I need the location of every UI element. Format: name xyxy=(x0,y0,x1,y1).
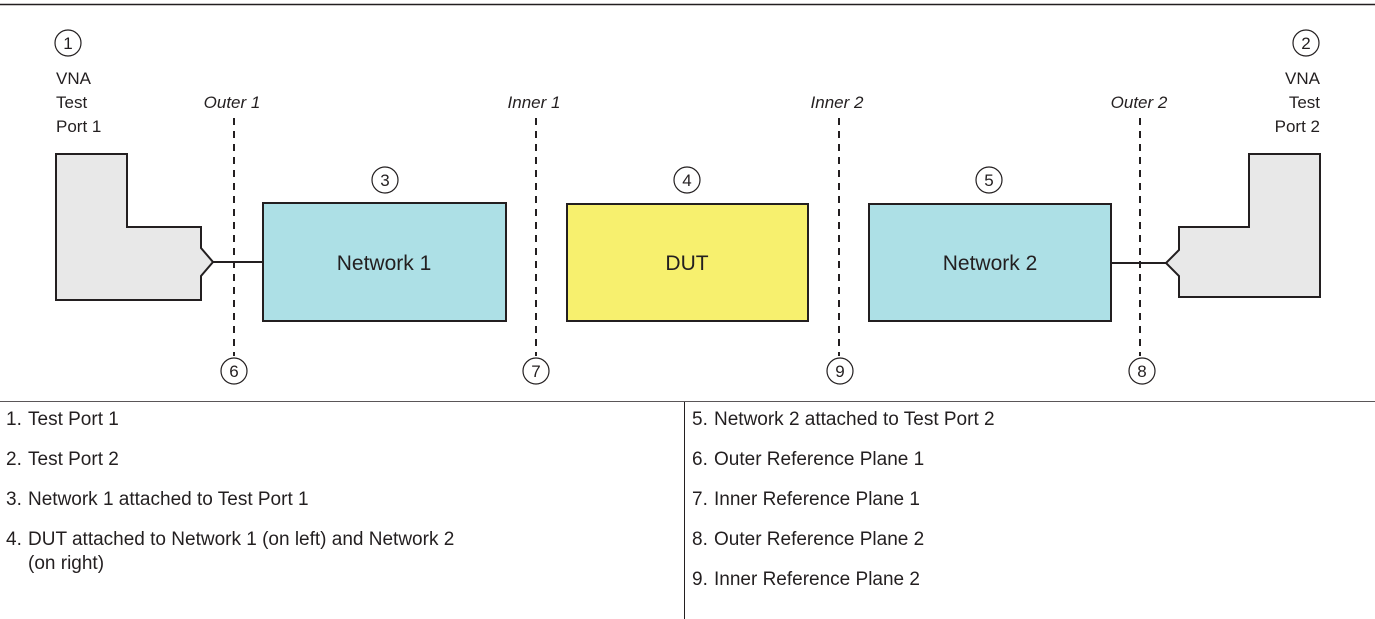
network-1-label: Network 1 xyxy=(337,252,432,275)
legend-text: Outer Reference Plane 1 xyxy=(714,449,925,470)
plane-marker-6: 6 xyxy=(229,362,238,381)
port-2-marker-circle xyxy=(1292,29,1320,57)
plane-marker-7: 7 xyxy=(531,362,540,381)
legend-text: Test Port 1 xyxy=(28,409,119,430)
plane-label-outer-2: Outer 2 xyxy=(1111,93,1168,112)
plane-label-inner-2: Inner 2 xyxy=(811,93,864,112)
reference-plane-inner-2: Inner 2 9 xyxy=(811,93,864,385)
reference-plane-outer-1: Outer 1 6 xyxy=(204,93,261,385)
legend-text: Outer Reference Plane 2 xyxy=(714,529,925,550)
legend-num: 8. xyxy=(692,529,708,550)
legend-text: Test Port 2 xyxy=(28,449,119,470)
network-2-marker: 5 xyxy=(984,171,993,190)
plane-marker-circle-8 xyxy=(1128,357,1156,385)
test-port-2: 2 VNA Test Port 2 xyxy=(1111,29,1321,298)
dut-box xyxy=(566,203,809,322)
network-1-marker: 3 xyxy=(380,171,389,190)
port-1-label-line-1: VNA xyxy=(56,69,92,88)
legend-text: Network 2 attached to Test Port 2 xyxy=(714,409,995,430)
port-1-label-line-3: Port 1 xyxy=(56,117,101,136)
legend-num: 2. xyxy=(6,449,22,470)
network-2-box xyxy=(868,203,1112,322)
dut-label: DUT xyxy=(665,252,708,275)
dut-marker-circle xyxy=(673,166,701,194)
calibration-diagram: 1 VNA Test Port 1 2 VNA Test Port 2 Oute… xyxy=(0,3,1375,402)
legend-num: 6. xyxy=(692,449,708,470)
port-1-marker: 1 xyxy=(63,34,72,53)
network-1-box xyxy=(262,202,507,322)
dut-marker: 4 xyxy=(682,171,691,190)
legend-text: Inner Reference Plane 1 xyxy=(714,489,920,510)
plane-marker-circle-6 xyxy=(220,357,248,385)
plane-marker-8: 8 xyxy=(1137,362,1146,381)
legend-num: 5. xyxy=(692,409,708,430)
legend-num: 1. xyxy=(6,409,22,430)
port-2-label-line-3: Port 2 xyxy=(1275,117,1320,136)
network-1-block: 3 Network 1 xyxy=(262,166,507,322)
port-1-label-line-2: Test xyxy=(56,93,87,112)
reference-plane-outer-2: Outer 2 8 xyxy=(1111,93,1168,385)
legend-right-column: 5. Network 2 attached to Test Port 2 6. … xyxy=(684,402,1375,619)
legend-text: DUT attached to Network 1 (on left) and … xyxy=(28,529,455,550)
legend-num: 4. xyxy=(6,529,22,550)
network-2-label: Network 2 xyxy=(943,252,1038,275)
port-2-label-line-1: VNA xyxy=(1285,69,1321,88)
port-2-marker: 2 xyxy=(1301,34,1310,53)
legend-text-continued: (on right) xyxy=(28,553,105,574)
plane-label-inner-1: Inner 1 xyxy=(508,93,561,112)
network-2-block: 5 Network 2 xyxy=(868,166,1112,322)
legend: 1. Test Port 1 2. Test Port 2 3. Network… xyxy=(0,402,1375,619)
legend-text: Inner Reference Plane 2 xyxy=(714,569,920,590)
plane-label-outer-1: Outer 1 xyxy=(204,93,261,112)
plane-marker-circle-7 xyxy=(522,357,550,385)
network-2-marker-circle xyxy=(975,166,1003,194)
port-2-label-line-2: Test xyxy=(1289,93,1320,112)
port-1-connector-shape xyxy=(55,153,215,301)
reference-plane-inner-1: Inner 1 7 xyxy=(508,93,561,385)
test-port-1: 1 VNA Test Port 1 xyxy=(54,29,263,301)
plane-marker-9: 9 xyxy=(835,362,844,381)
network-1-marker-circle xyxy=(371,166,399,194)
legend-num: 3. xyxy=(6,489,22,510)
legend-text: Network 1 attached to Test Port 1 xyxy=(28,489,309,510)
dut-block: 4 DUT xyxy=(566,166,809,322)
legend-num: 7. xyxy=(692,489,708,510)
plane-marker-circle-9 xyxy=(826,357,854,385)
legend-num: 9. xyxy=(692,569,708,590)
port-2-connector-shape xyxy=(1164,153,1321,298)
port-1-marker-circle xyxy=(54,29,82,57)
